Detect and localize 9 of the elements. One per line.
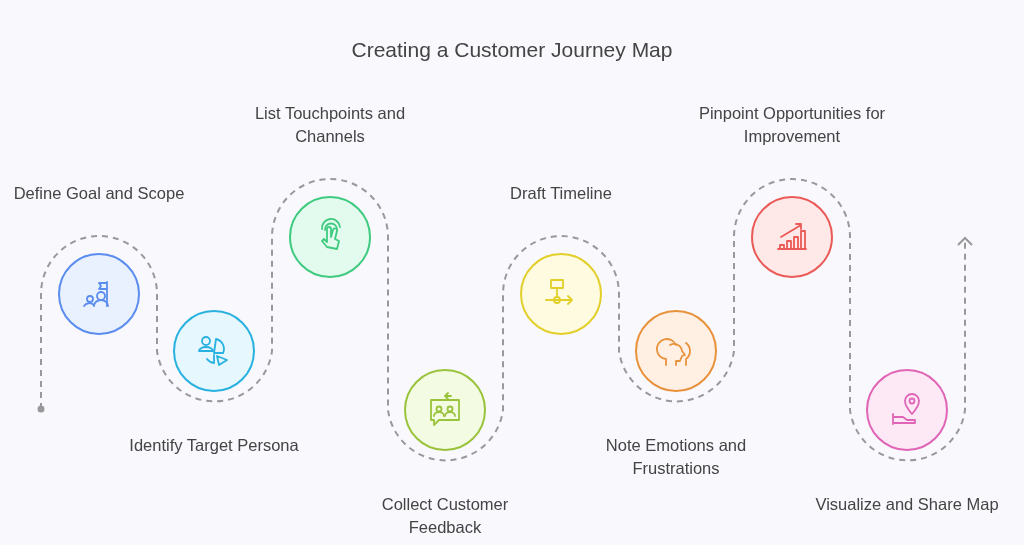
step-label: Define Goal and Scope [13, 183, 185, 204]
step-label: Pinpoint Opportunities for Improvement [697, 103, 887, 147]
step-label: Collect Customer Feedback [380, 494, 510, 538]
step-label: Note Emotions and Frustrations [604, 435, 748, 479]
step-label: Draft Timeline [510, 183, 612, 204]
diagram-title: Creating a Customer Journey Map [350, 38, 674, 62]
step-label: List Touchpoints and Channels [253, 103, 407, 147]
step-label: Visualize and Share Map [815, 494, 999, 515]
step-label: Identify Target Persona [129, 435, 299, 456]
